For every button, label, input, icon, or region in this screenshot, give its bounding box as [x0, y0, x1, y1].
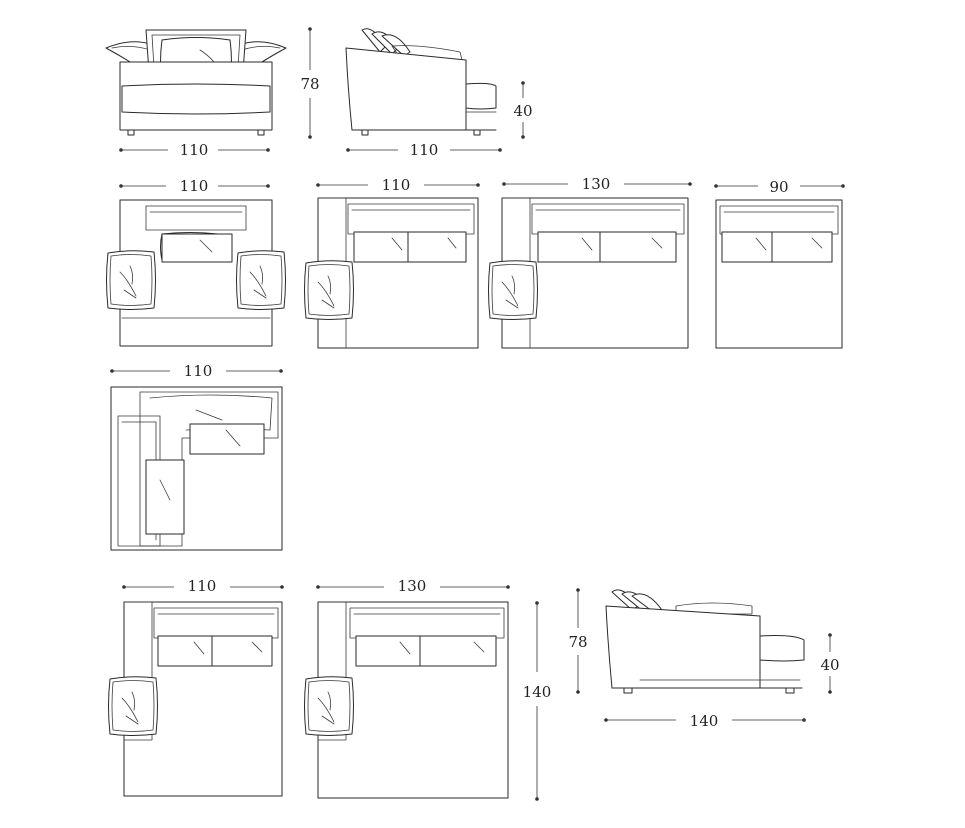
dim-label: 110	[184, 362, 213, 380]
armchair-front-elevation	[105, 29, 287, 136]
chaise-side-elevation	[605, 589, 805, 694]
dim-label: 130	[582, 175, 611, 193]
plan-corner-110	[110, 386, 283, 551]
dim-label: 110	[410, 141, 439, 159]
dim-chaise-side-depth: 140	[604, 712, 806, 730]
dim-plan-one-arm-130-width: 130	[502, 175, 692, 193]
dim-armchair-seat-height: 40	[513, 81, 533, 139]
plan-chaise-110	[108, 601, 283, 797]
dim-label: 110	[180, 141, 209, 159]
dim-plan-chaise-depth: 140	[523, 601, 552, 801]
dim-chaise-side-seat-height: 40	[820, 633, 840, 694]
dim-label: 40	[513, 102, 532, 120]
dim-chaise-side-height: 78	[568, 588, 588, 694]
dim-plan-chaise-110-width: 110	[122, 577, 284, 595]
dim-label: 110	[180, 177, 209, 195]
dim-armchair-front-width: 110	[119, 141, 270, 159]
plan-armless-90	[715, 199, 843, 349]
dim-label: 110	[382, 176, 411, 194]
dim-label: 140	[523, 683, 552, 701]
dim-label: 78	[300, 75, 319, 93]
dim-label: 130	[398, 577, 427, 595]
plan-chaise-130	[304, 601, 509, 799]
dim-label: 40	[820, 656, 839, 674]
plan-one-arm-110	[304, 197, 479, 349]
dim-plan-armchair-width: 110	[119, 177, 270, 195]
dim-plan-corner-width: 110	[110, 362, 283, 380]
dim-armchair-side-depth: 110	[346, 141, 502, 159]
dim-plan-one-arm-110-width: 110	[316, 176, 480, 194]
dim-label: 78	[568, 633, 587, 651]
dim-plan-armless-90-width: 90	[714, 178, 845, 196]
dim-plan-chaise-130-width: 130	[316, 577, 510, 595]
dim-label: 90	[769, 178, 788, 196]
armchair-side-elevation	[345, 28, 497, 136]
dim-label: 140	[690, 712, 719, 730]
plan-armchair-110	[106, 199, 286, 347]
dim-armchair-height: 78	[300, 27, 320, 139]
dim-label: 110	[188, 577, 217, 595]
plan-one-arm-130	[488, 197, 689, 349]
